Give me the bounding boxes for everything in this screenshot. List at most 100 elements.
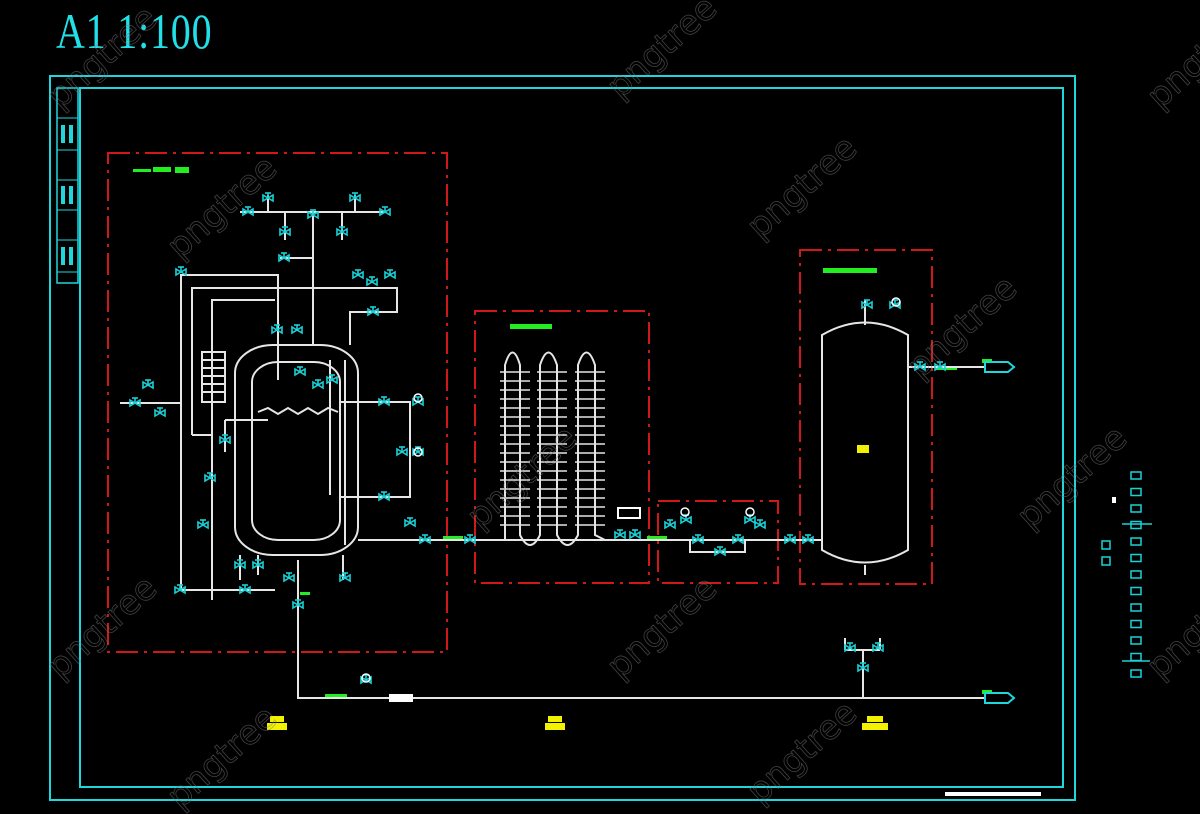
- valve-icon: [714, 546, 726, 557]
- drawing-frame: [49, 75, 1076, 801]
- boiler-boundary: [107, 152, 448, 653]
- pressure-gauge-icon: [413, 447, 423, 457]
- valve-icon: [219, 434, 231, 445]
- valve-icon: [629, 529, 641, 540]
- valve-icon: [204, 472, 216, 483]
- valve-icon: [252, 559, 264, 570]
- valve-icon: [234, 559, 246, 570]
- valve-icon: [404, 517, 416, 528]
- valve-icon: [366, 276, 378, 287]
- valve-icon: [378, 491, 390, 502]
- valve-icon: [844, 642, 856, 653]
- valve-icon: [872, 642, 884, 653]
- valve-icon: [664, 519, 676, 530]
- legend-symbols: [1101, 471, 1152, 678]
- valve-icon: [175, 266, 187, 277]
- pressure-gauge-icon: [745, 507, 755, 517]
- valve-icon: [197, 519, 209, 530]
- legend-symbol-icon: [1101, 540, 1111, 550]
- watermark-text: pngtree: [1009, 418, 1135, 537]
- valve-icon: [754, 519, 766, 530]
- equipment-boundaries: [107, 152, 933, 653]
- valve-icon: [307, 209, 319, 220]
- watermark-text: pngtree: [599, 568, 725, 687]
- pressure-gauge-icon: [680, 507, 690, 517]
- pressure-gauge-icon: [361, 673, 371, 683]
- valve-icon: [367, 306, 379, 317]
- valve-icon: [326, 374, 338, 385]
- valve-icon: [336, 226, 348, 237]
- valve-icon: [352, 269, 364, 280]
- legend-symbol-icon: [1130, 619, 1142, 629]
- coil-boundary: [474, 310, 650, 584]
- legend-symbol-icon: [1130, 504, 1142, 513]
- valve-icon: [142, 379, 154, 390]
- watermark-text: pngtree: [39, 0, 165, 117]
- valve-icon: [379, 206, 391, 217]
- valve-icon: [129, 397, 141, 408]
- valve-icon: [857, 662, 869, 673]
- scale-bar: [945, 792, 1041, 796]
- cooling-coil: [500, 351, 606, 546]
- drawing-scale-title: A1 1:100: [56, 3, 213, 59]
- valve-icon: [271, 324, 283, 335]
- watermark-text: pngtree: [599, 0, 725, 107]
- valve-icon: [278, 252, 290, 263]
- legend-symbol-icon: [1130, 669, 1142, 678]
- valve-icon: [339, 572, 351, 583]
- valve-icon: [464, 534, 476, 545]
- valve-icon: [291, 324, 303, 335]
- valve-icon: [412, 396, 424, 407]
- pressure-gauge-icon: [891, 297, 901, 307]
- watermark-text: pngtree: [739, 128, 865, 247]
- title-strip-cells: [61, 125, 73, 265]
- valve-icon: [384, 269, 396, 280]
- valve-icon: [279, 226, 291, 237]
- section-markers: [267, 445, 888, 730]
- watermark-text: pngtree: [159, 698, 285, 814]
- legend-symbol-icon: [1130, 537, 1142, 546]
- watermark-text: pngtree: [899, 268, 1025, 387]
- legend-symbol-icon: [1130, 603, 1142, 612]
- legend-symbol-icon: [1130, 487, 1142, 497]
- valve-icon: [174, 584, 186, 595]
- valve-icon: [614, 529, 626, 540]
- watermark-text: pngtree: [739, 693, 865, 812]
- flow-meter: [389, 694, 413, 702]
- valve-icon: [861, 299, 873, 310]
- valve-icon: [378, 396, 390, 407]
- valve-station-boundary: [657, 500, 779, 584]
- legend-symbol-icon: [1130, 520, 1142, 530]
- valve-icon: [283, 572, 295, 583]
- valve-icon: [692, 534, 704, 545]
- pressure-gauge-icon: [413, 393, 423, 403]
- valve-icon: [934, 361, 946, 372]
- valve-icon: [396, 446, 408, 457]
- pipelines: [120, 195, 1016, 704]
- valve-icon: [312, 379, 324, 390]
- watermark-text: pngtree: [39, 568, 165, 687]
- valve-icon: [239, 584, 251, 595]
- valve-icon: [732, 534, 744, 545]
- valve-icon: [914, 361, 926, 372]
- strainer: [617, 507, 641, 519]
- watermark-text: pngtree: [1139, 0, 1200, 117]
- legend-symbol-icon: [1130, 570, 1142, 579]
- valve-icon: [784, 534, 796, 545]
- watermark-text: pngtree: [159, 148, 285, 267]
- valve-icon: [262, 192, 274, 203]
- legend-symbol-icon: [1130, 471, 1142, 480]
- watermark-text: pngtree: [1139, 568, 1200, 687]
- valve-icon: [154, 407, 166, 418]
- legend-symbol-icon: [1130, 553, 1142, 563]
- valve-icon: [292, 599, 304, 610]
- legend-symbol-icon: [1101, 556, 1111, 566]
- vessel-boundary: [799, 249, 933, 585]
- coil-fins: [500, 371, 605, 526]
- legend-symbol-icon: [1130, 636, 1142, 645]
- valve-icon: [242, 206, 254, 217]
- valve-icon: [419, 534, 431, 545]
- legend-symbol-icon: [1130, 586, 1142, 596]
